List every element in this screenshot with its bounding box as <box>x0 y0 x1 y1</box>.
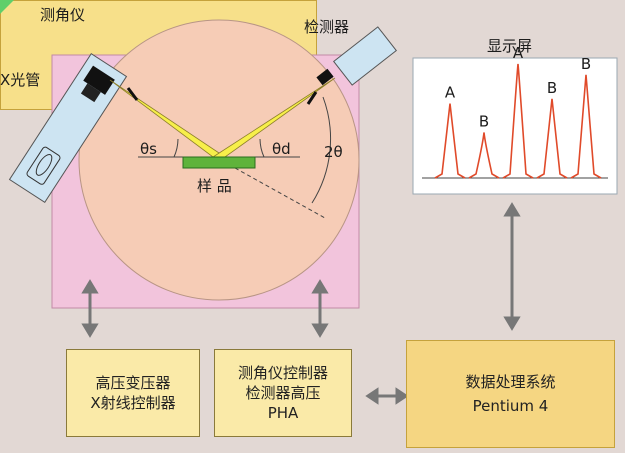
spectrum-peak <box>570 74 602 179</box>
xray-tube-label: X光管 <box>0 71 41 89</box>
arrow-panel-to-hv <box>81 279 99 338</box>
hv-line-1: 高压变压器 <box>95 374 171 392</box>
hv-controller-box: 高压变压器 X射线控制器 <box>66 349 200 437</box>
spectrum-peak <box>502 63 534 179</box>
arrow-controller-to-dp <box>365 387 409 405</box>
dp-line-2: Pentium 4 <box>472 397 549 415</box>
arrow-display-to-dp <box>503 202 521 331</box>
peak-label: B <box>581 55 591 73</box>
data-processing-box: 数据处理系统 Pentium 4 <box>406 340 615 448</box>
goniometer-controller-box: 测角仪控制器 检测器高压 PHA <box>214 349 352 437</box>
spectrum-peak <box>468 132 500 179</box>
theta-s-arc <box>173 138 179 158</box>
spectrum-peak <box>536 98 568 179</box>
theta-d-arc <box>259 138 265 158</box>
spectrum-peaks: A B A B B <box>434 44 602 179</box>
theta-s-label: θs <box>140 140 157 158</box>
xray-tube <box>8 52 128 204</box>
dp-line-1: 数据处理系统 <box>465 373 556 391</box>
gon-line-2: 检测器高压 <box>245 384 321 402</box>
receiving-slit-icon <box>306 91 318 105</box>
peak-label: A <box>513 44 524 62</box>
two-theta-label: 2θ <box>324 143 343 161</box>
corner-mark <box>0 0 14 14</box>
spectrum-peak <box>434 103 466 179</box>
detector-window-icon <box>316 68 334 86</box>
incident-extension-line <box>234 167 326 219</box>
gon-line-1: 测角仪控制器 <box>237 364 328 382</box>
sample-label: 样 品 <box>197 177 232 195</box>
sample-block <box>182 156 256 169</box>
gon-line-3: PHA <box>267 404 299 422</box>
theta-d-label: θd <box>272 140 291 158</box>
source-slit-icon <box>126 87 139 101</box>
arrow-panel-to-goniometer <box>311 279 329 338</box>
hv-line-2: X射线控制器 <box>90 394 176 412</box>
detector <box>332 26 398 86</box>
two-theta-arc <box>311 96 332 204</box>
peak-label: B <box>479 112 489 130</box>
detector-label: 检测器 <box>304 18 350 36</box>
goniometer-label: 测角仪 <box>40 6 86 24</box>
display-label: 显示屏 <box>487 37 533 55</box>
peak-label: A <box>445 84 456 102</box>
peak-label: B <box>547 79 557 97</box>
